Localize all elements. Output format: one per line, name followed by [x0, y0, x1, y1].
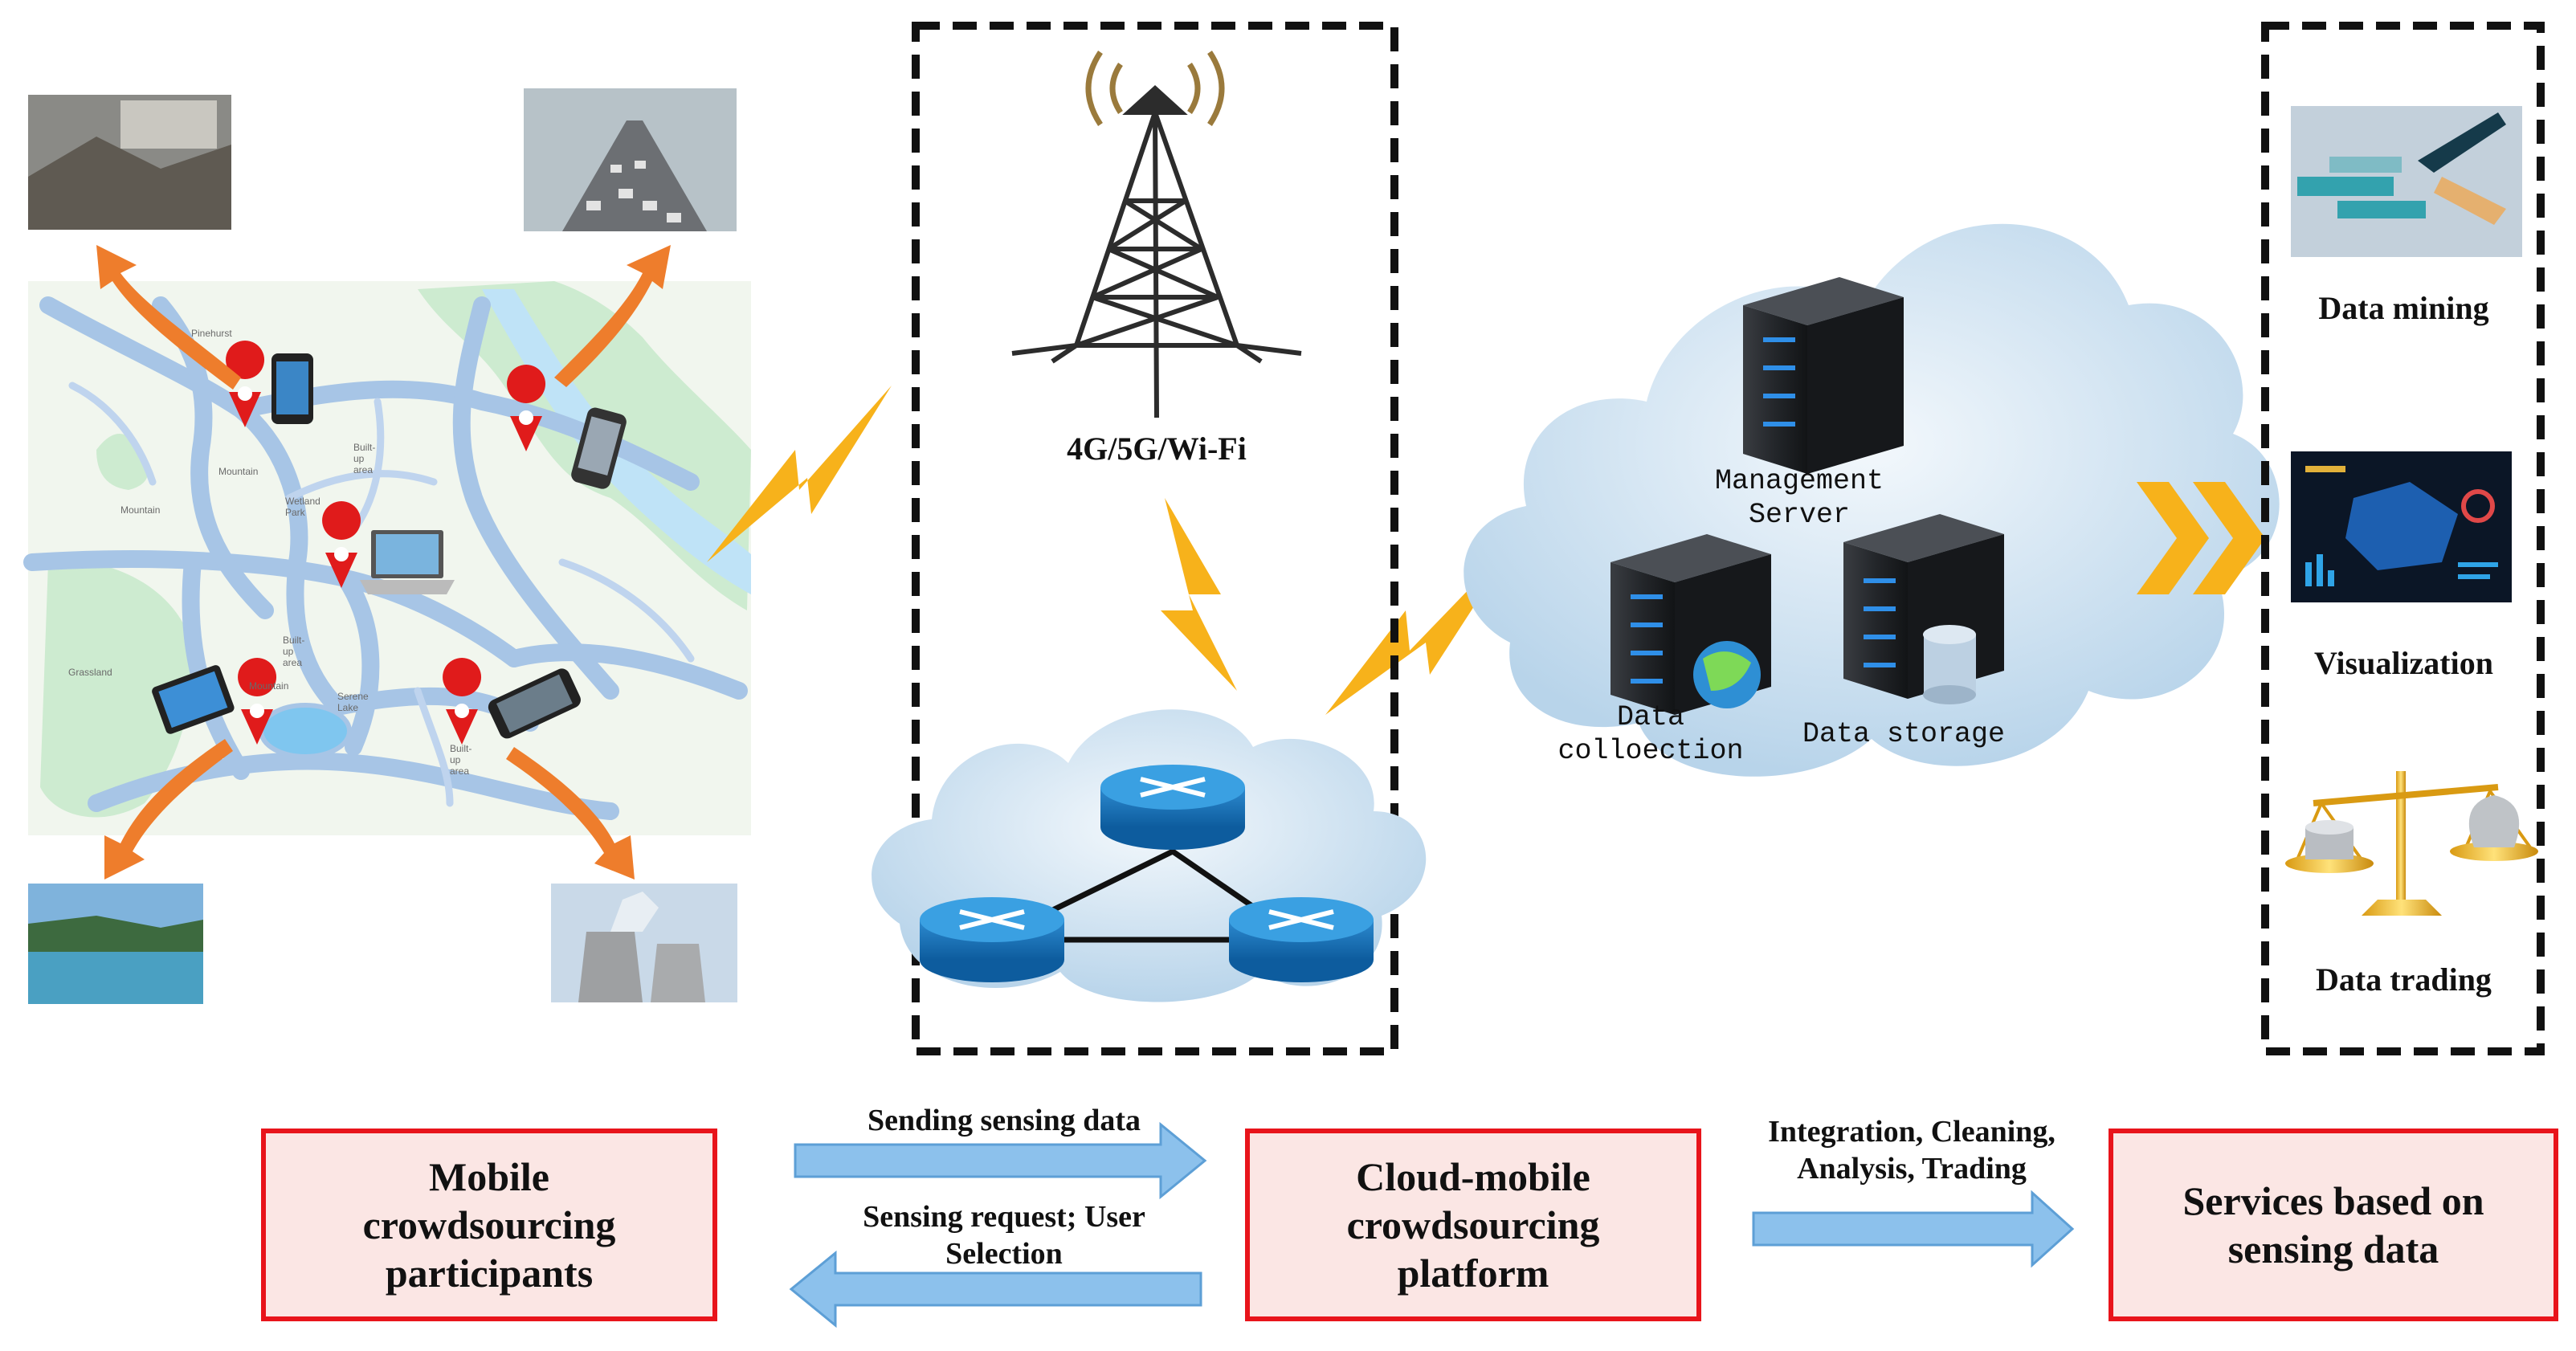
- management-server-label: Management Server: [1714, 465, 1884, 531]
- participants-box: Mobile crowdsourcing participants: [261, 1129, 717, 1321]
- river-photo: [28, 884, 203, 1004]
- map-place-label: Pinehurst: [191, 328, 232, 339]
- map-place-label: Built-up area: [283, 635, 305, 668]
- photo-thumbnails: [28, 88, 737, 1004]
- lightning-bolts: [707, 386, 1518, 715]
- server-racks: [1611, 277, 2004, 715]
- router-icon-right: [1229, 897, 1374, 982]
- network-label: 4G/5G/Wi-Fi: [1067, 431, 1247, 467]
- router-icon-left: [920, 897, 1064, 982]
- map-place-label: Mountain: [218, 466, 259, 477]
- data-storage-label: Data storage: [1802, 718, 2006, 750]
- services-dashed-frame: [2261, 22, 2545, 1055]
- mobile-devices: [152, 353, 627, 739]
- data-collection-label: Data colloection: [1557, 701, 1744, 767]
- visualization-image: [2291, 451, 2512, 602]
- map-place-label: Serene Lake: [337, 691, 369, 713]
- send-arrow-label: Sending sensing data: [867, 1104, 1141, 1137]
- management-server-icon: [1743, 277, 1904, 474]
- map-place-label: Grassland: [68, 667, 112, 678]
- process-arrow: [1752, 1190, 2075, 1268]
- map-place-label: Built-up area: [450, 743, 472, 777]
- router-icon-top: [1100, 765, 1245, 850]
- services-box: Services based on sensing data: [2109, 1129, 2558, 1321]
- process-arrow-label: Integration, Cleaning, Analysis, Trading: [1768, 1115, 2055, 1186]
- map-place-label: Mountain: [120, 504, 161, 516]
- data-trading-scale-image: [2285, 771, 2538, 916]
- request-arrow-label: Sensing request; User Selection: [863, 1200, 1145, 1271]
- outward-arrows: [96, 245, 671, 880]
- earthquake-photo: [28, 95, 231, 230]
- data-storage-server-icon: [1843, 514, 2004, 704]
- map-pins: [226, 341, 546, 745]
- data-mining-image: [2291, 106, 2522, 257]
- map-place-label: Wetland Park: [285, 496, 320, 518]
- database-icon: [1923, 625, 1976, 704]
- request-arrow: [789, 1250, 1202, 1329]
- data-trading-label: Data trading: [2316, 961, 2492, 998]
- flow-arrows: [789, 1121, 2075, 1329]
- send-arrow: [794, 1121, 1207, 1200]
- platform-box: Cloud-mobile crowdsourcing platform: [1245, 1129, 1701, 1321]
- data-collection-server-icon: [1611, 534, 1771, 715]
- cell-tower: [1011, 51, 1302, 418]
- cooling-tower-photo: [551, 884, 737, 1002]
- router-cloud: [872, 709, 1427, 1002]
- map-place-label: Built-up area: [353, 442, 376, 476]
- map-place-label: Mountain: [249, 680, 289, 692]
- network-dashed-frame: [912, 22, 1398, 1055]
- data-mining-label: Data mining: [2318, 290, 2489, 326]
- chevron-arrows: [2137, 482, 2265, 594]
- traffic-photo: [524, 88, 737, 231]
- visualization-label: Visualization: [2314, 645, 2493, 681]
